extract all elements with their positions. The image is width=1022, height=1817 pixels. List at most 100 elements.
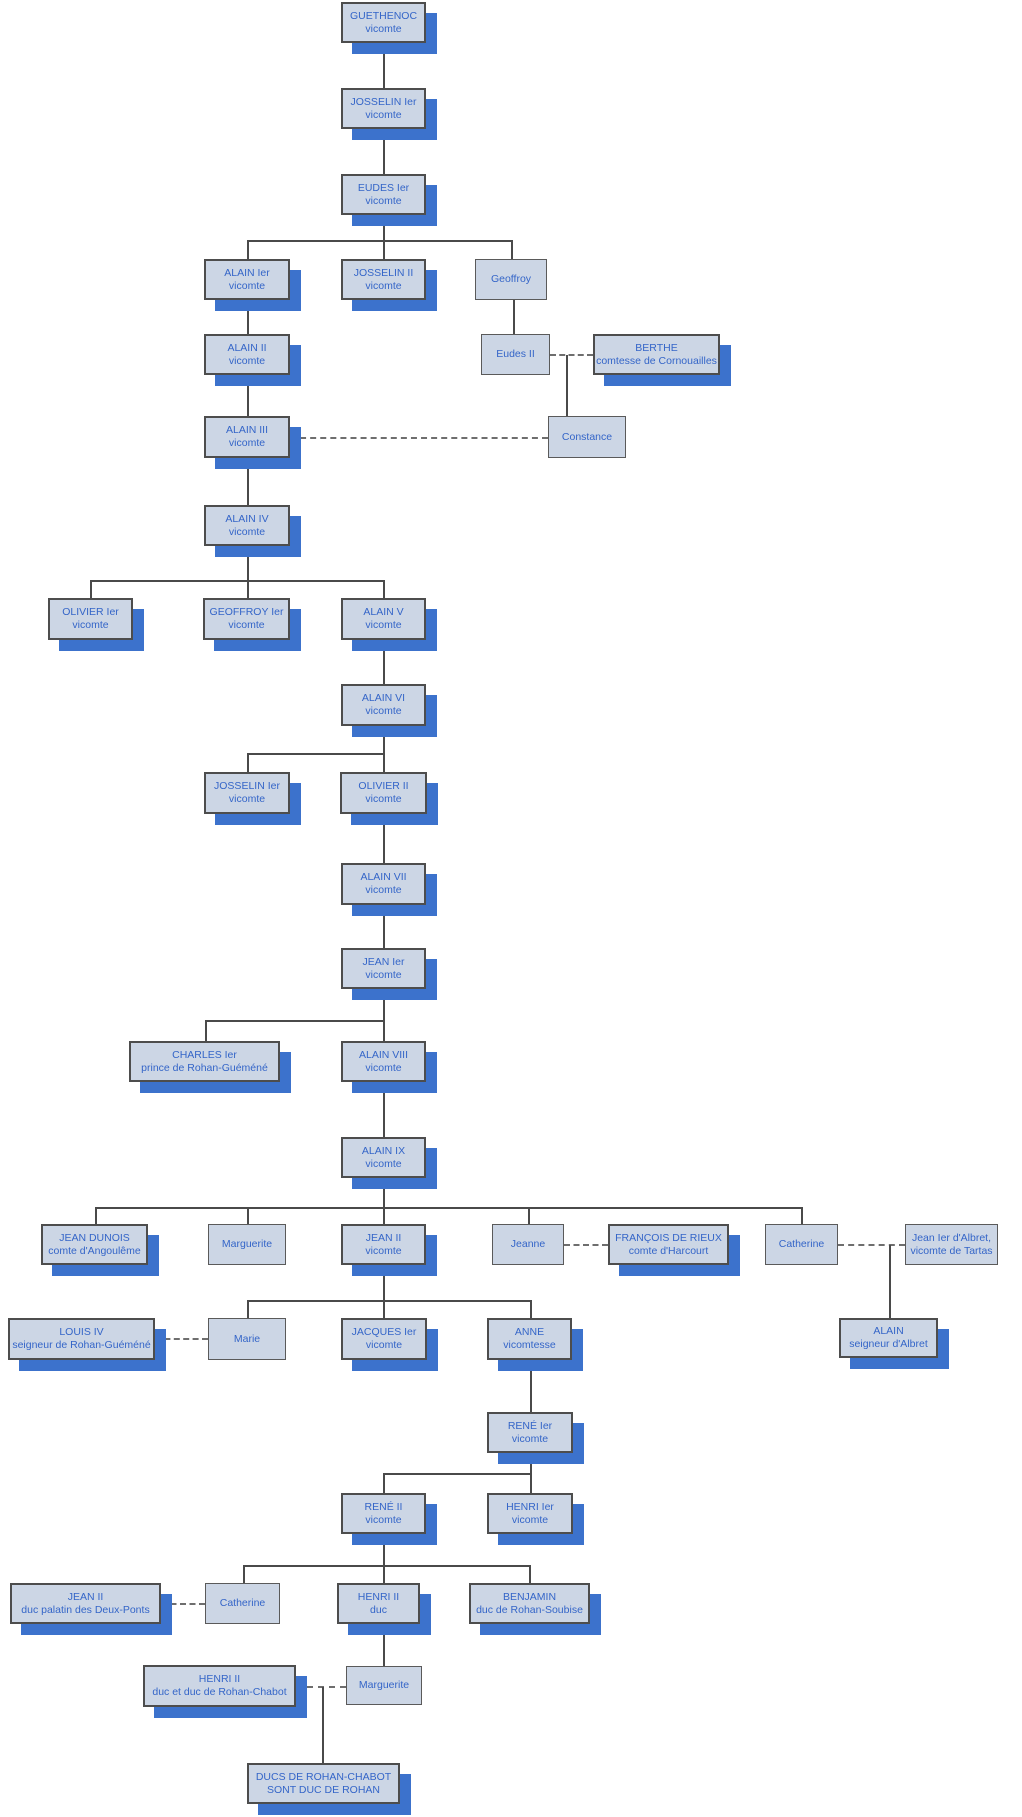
marriage-line: [838, 1244, 905, 1246]
marriage-line: [564, 1244, 608, 1246]
connector-line: [383, 580, 385, 598]
connector-line: [530, 1453, 532, 1473]
connector-line: [383, 1533, 385, 1565]
connector-line: [383, 1565, 385, 1583]
connector-line: [243, 1565, 529, 1567]
connector-line: [247, 753, 249, 772]
node-jeanne: Jeanne: [492, 1224, 564, 1265]
connector-line: [511, 240, 513, 259]
connector-line: [889, 1245, 891, 1318]
connector-line: [247, 375, 249, 416]
connector-line: [247, 1207, 249, 1224]
connector-line: [383, 1020, 385, 1041]
connector-line: [247, 240, 511, 242]
connector-line: [383, 240, 385, 259]
connector-line: [383, 1473, 530, 1475]
connector-line: [247, 753, 383, 755]
node-constance: Constance: [548, 416, 626, 458]
node-marguerite-2: Marguerite: [346, 1666, 422, 1705]
connector-line: [383, 905, 385, 948]
node-marguerite-1: Marguerite: [208, 1224, 286, 1265]
connector-line: [90, 580, 383, 582]
node-geoffroy: Geoffroy: [475, 259, 547, 300]
connector-line: [566, 355, 568, 416]
connector-line: [383, 1082, 385, 1137]
connector-line: [247, 458, 249, 505]
connector-line: [322, 1687, 324, 1763]
marriage-line: [550, 354, 593, 356]
node-catherine-1: Catherine: [765, 1224, 838, 1265]
connector-line: [801, 1207, 803, 1224]
marriage-line: [155, 1338, 208, 1340]
connector-line: [383, 1177, 385, 1207]
connector-line: [529, 1565, 531, 1583]
connector-line: [247, 240, 249, 259]
connector-line: [95, 1207, 801, 1209]
connector-line: [90, 580, 92, 598]
connector-line: [383, 1265, 385, 1300]
connector-line: [247, 546, 249, 598]
connector-line: [528, 1207, 530, 1224]
connector-line: [95, 1207, 97, 1224]
connector-line: [383, 1624, 385, 1666]
connector-line: [530, 1360, 532, 1412]
connector-line: [383, 215, 385, 240]
connector-line: [205, 1020, 207, 1041]
connector-line: [247, 1300, 530, 1302]
connector-line: [383, 1300, 385, 1318]
connector-line: [383, 1207, 385, 1224]
marriage-line: [161, 1603, 205, 1605]
connector-line: [383, 1473, 385, 1493]
node-eudes-ii: Eudes II: [481, 334, 550, 375]
node-catherine-2: Catherine: [205, 1583, 280, 1624]
connector-line: [513, 300, 515, 334]
connector-line: [383, 814, 385, 863]
connector-line: [530, 1300, 532, 1318]
node-marie: Marie: [208, 1318, 286, 1360]
connector-line: [383, 640, 385, 684]
connector-line: [530, 1473, 532, 1493]
marriage-line: [290, 437, 548, 439]
connector-line: [247, 1300, 249, 1318]
marriage-line: [296, 1686, 346, 1688]
connector-line: [383, 753, 385, 772]
connector-line: [205, 1020, 383, 1022]
connector-line: [383, 129, 385, 174]
connector-line: [383, 43, 385, 88]
connector-line: [243, 1565, 245, 1583]
connector-line: [383, 726, 385, 753]
